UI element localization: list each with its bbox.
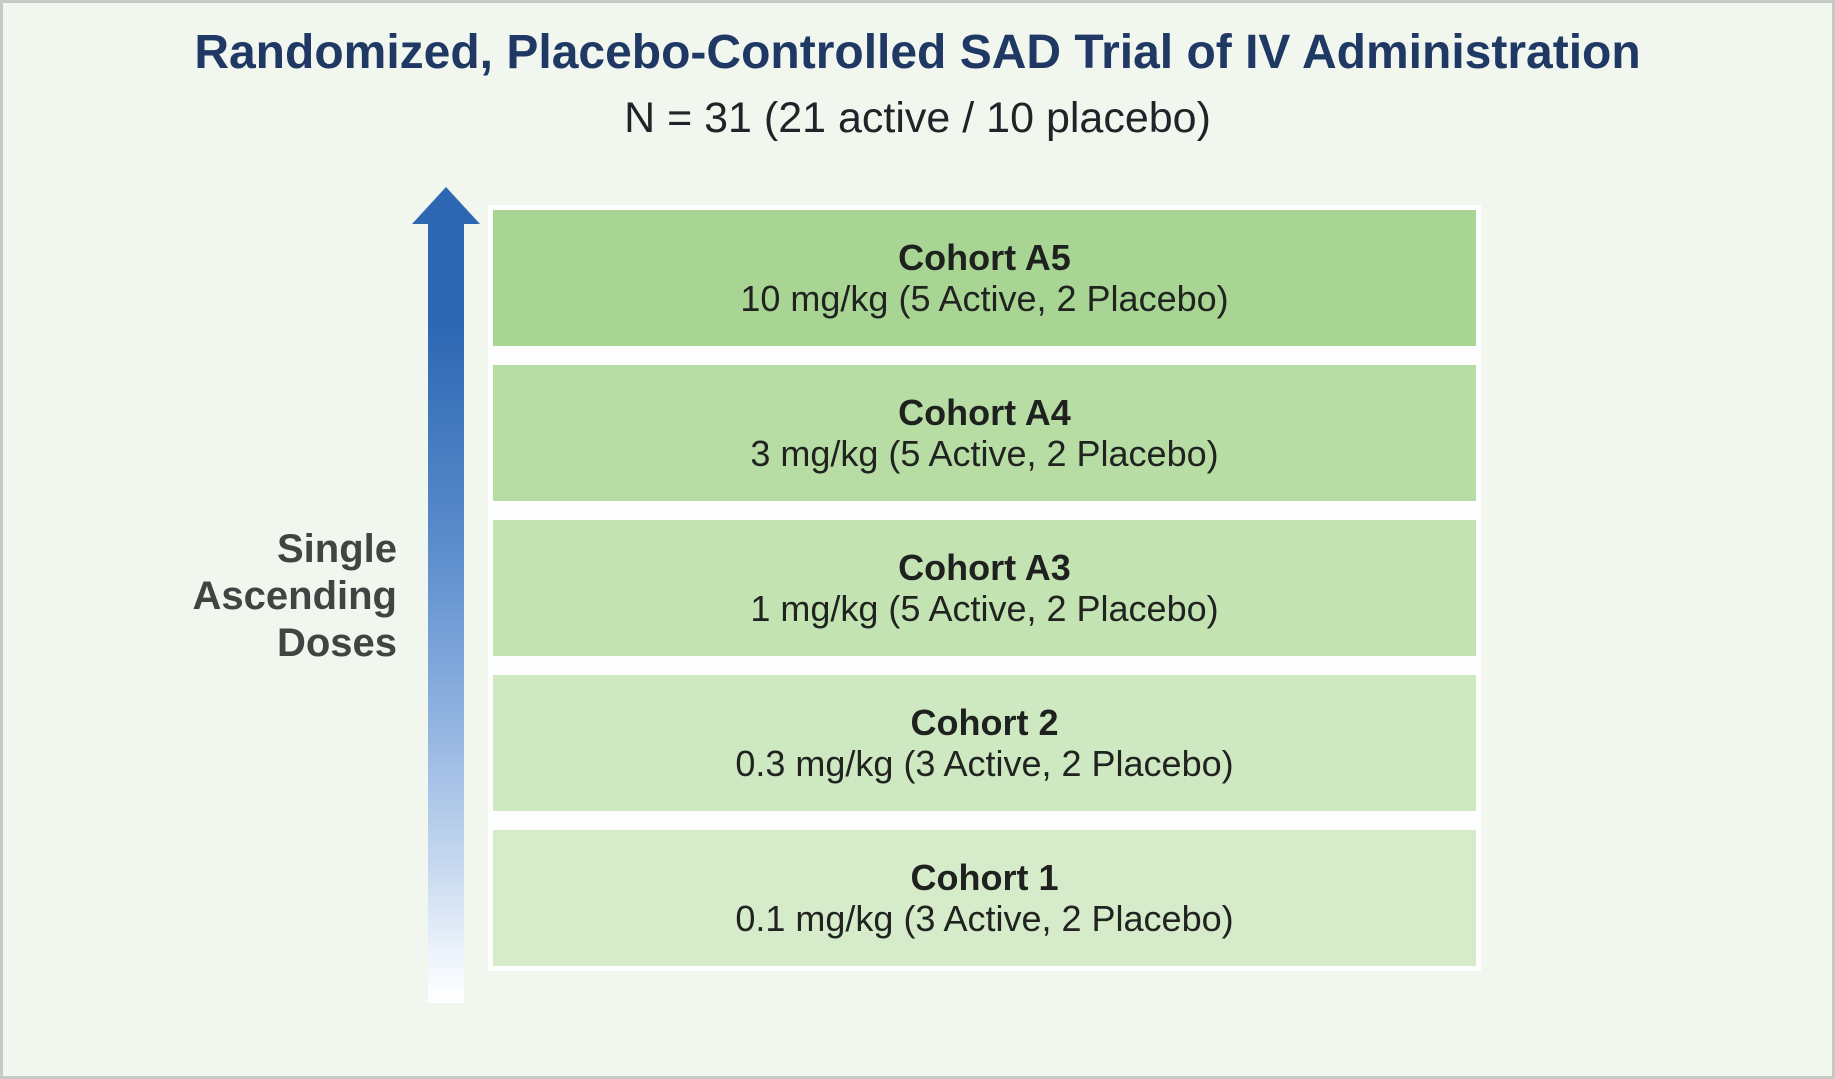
cohort-box-1: Cohort 1 0.1 mg/kg (3 Active, 2 Placebo) xyxy=(493,830,1476,966)
side-label-line: Single xyxy=(276,527,397,571)
cohort-dose: 3 mg/kg (5 Active, 2 Placebo) xyxy=(750,433,1219,474)
cohort-box-a5: Cohort A5 10 mg/kg (5 Active, 2 Placebo) xyxy=(493,210,1476,346)
cohort-name: Cohort 1 xyxy=(910,857,1059,898)
side-label-line: Ascending xyxy=(192,574,397,618)
cohort-stack: Cohort A5 10 mg/kg (5 Active, 2 Placebo)… xyxy=(488,205,1481,971)
cohort-dose: 0.3 mg/kg (3 Active, 2 Placebo) xyxy=(735,743,1234,784)
side-label-line: Doses xyxy=(276,621,397,665)
cohort-box-a4: Cohort A4 3 mg/kg (5 Active, 2 Placebo) xyxy=(493,365,1476,501)
page-subtitle: N = 31 (21 active / 10 placebo) xyxy=(624,94,1211,142)
cohort-box-a3: Cohort A3 1 mg/kg (5 Active, 2 Placebo) xyxy=(493,520,1476,656)
cohort-name: Cohort 2 xyxy=(910,702,1059,743)
cohort-dose: 10 mg/kg (5 Active, 2 Placebo) xyxy=(740,278,1229,319)
up-arrow-icon xyxy=(412,187,480,1003)
single-ascending-doses-label: Single Ascending Doses xyxy=(3,526,397,667)
cohort-name: Cohort A5 xyxy=(898,237,1071,278)
page-title: Randomized, Placebo-Controlled SAD Trial… xyxy=(194,26,1641,79)
cohort-name: Cohort A3 xyxy=(898,547,1071,588)
cohort-dose: 0.1 mg/kg (3 Active, 2 Placebo) xyxy=(735,898,1234,939)
cohort-box-2: Cohort 2 0.3 mg/kg (3 Active, 2 Placebo) xyxy=(493,675,1476,811)
cohort-dose: 1 mg/kg (5 Active, 2 Placebo) xyxy=(750,588,1219,629)
cohort-name: Cohort A4 xyxy=(898,392,1071,433)
